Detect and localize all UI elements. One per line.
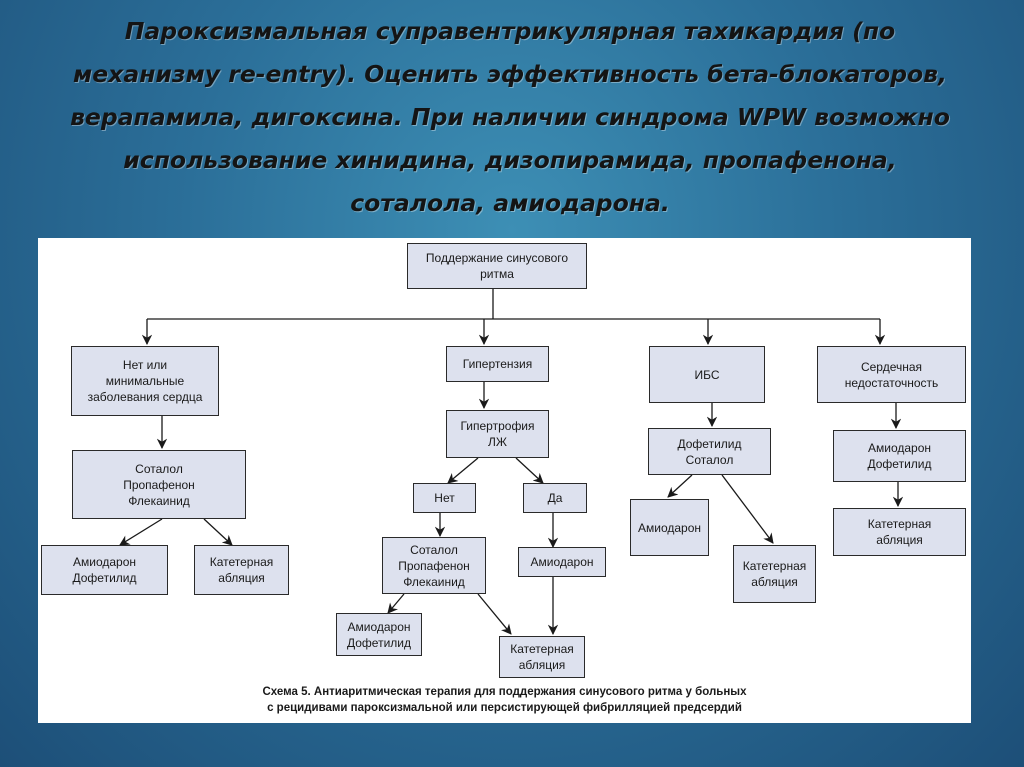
- node-no-disease-amiodarone-dofetilide: Амиодарон Дофетилид: [41, 545, 168, 595]
- arrow-drugs-to-amiodarone: [119, 518, 163, 546]
- flowchart-panel: Поддержание синусового ритма Нет или мин…: [38, 238, 971, 723]
- node-lvh-yes: Да: [523, 483, 587, 513]
- node-root-sinus-rhythm: Поддержание синусового ритма: [407, 243, 587, 289]
- node-heart-failure-catheter-ablation: Катетерная абляция: [833, 508, 966, 556]
- connector-lines: [119, 289, 904, 636]
- node-hypertension-amiodarone-dofetilide: Амиодарон Дофетилид: [336, 613, 422, 656]
- node-heart-failure-drugs: Амиодарон Дофетилид: [833, 430, 966, 482]
- arrow-lvh-to-yes: [515, 457, 544, 484]
- node-no-disease-first-line-drugs: Соталол Пропафенон Флекаинид: [72, 450, 246, 519]
- node-hypertension-first-line-drugs: Соталол Пропафенон Флекаинид: [382, 537, 486, 594]
- arrow-ihd-drugs-to-amiodarone: [667, 474, 693, 498]
- slide-title: Пароксизмальная суправентрикулярная тахи…: [70, 17, 950, 217]
- node-ihd: ИБС: [649, 346, 765, 403]
- node-no-heart-disease: Нет или минимальные заболевания сердца: [71, 346, 219, 416]
- arrow-ihd-drugs-to-ablation: [721, 474, 774, 544]
- node-hypertension-amiodarone: Амиодарон: [518, 547, 606, 577]
- node-heart-failure: Сердечная недостаточность: [817, 346, 966, 403]
- node-ihd-catheter-ablation: Катетерная абляция: [733, 545, 816, 603]
- arrow-drugs-to-ablation: [203, 518, 233, 546]
- node-hypertension-catheter-ablation: Катетерная абляция: [499, 636, 585, 678]
- arrow-lvh-to-no: [447, 457, 479, 484]
- node-hypertension: Гипертензия: [446, 346, 549, 382]
- caption-line-1: Схема 5. Антиаритмическая терапия для по…: [262, 686, 747, 698]
- node-no-disease-catheter-ablation: Катетерная абляция: [194, 545, 289, 595]
- caption-line-2: с рецидивами пароксизмальной или персист…: [267, 702, 742, 714]
- arrow-drugs-to-alt-drugs: [387, 593, 405, 614]
- node-ihd-first-line-drugs: Дофетилид Соталол: [648, 428, 771, 475]
- node-lvh-no: Нет: [413, 483, 476, 513]
- arrow-drugs-to-ablation: [477, 593, 512, 635]
- node-lv-hypertrophy: Гипертрофия ЛЖ: [446, 410, 549, 458]
- diagram-caption: Схема 5. Антиаритмическая терапия для по…: [38, 684, 971, 716]
- node-ihd-amiodarone: Амиодарон: [630, 499, 709, 556]
